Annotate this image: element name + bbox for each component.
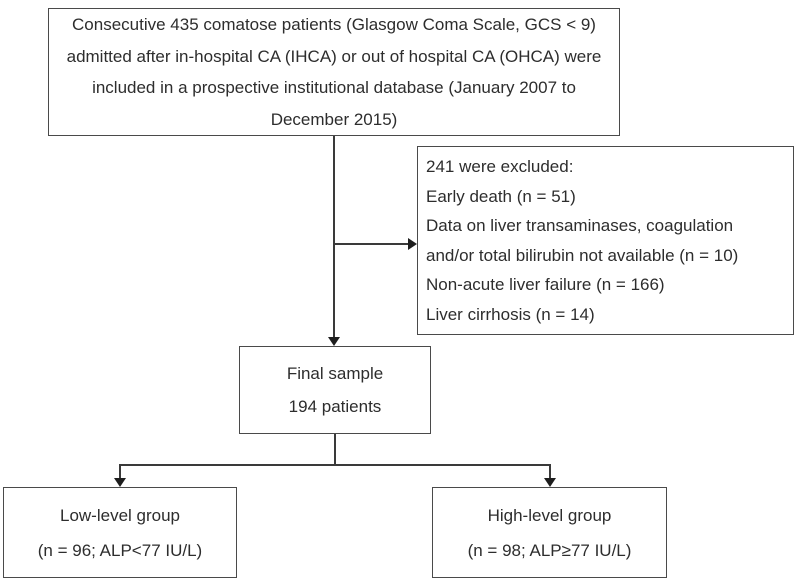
exclusion-text-line: and/or total bilirubin not available (n …: [426, 245, 739, 265]
enrollment-text-line: included in a prospective institutional …: [92, 78, 576, 97]
connector-enrollment-to-final: [333, 136, 335, 339]
high-level-text-line: (n = 98; ALP≥77 IU/L): [467, 540, 632, 560]
exclusion-text-line: Data on liver transaminases, coagulation: [426, 216, 734, 235]
enrollment-text-line: admitted after in-hospital CA (IHCA) or …: [66, 46, 602, 66]
exclusion-text-line: Liver cirrhosis (n = 14): [426, 304, 595, 324]
arrowhead-right-icon: [408, 238, 417, 250]
exclusion-text-line: Non-acute liver failure (n = 166): [426, 275, 665, 294]
enrollment-box: Consecutive 435 comatose patients (Glasg…: [48, 8, 620, 136]
low-level-group-box: Low-level group (n = 96; ALP<77 IU/L): [3, 487, 237, 578]
arrowhead-down-icon: [328, 337, 340, 346]
high-level-text-line: High-level group: [487, 505, 612, 525]
exclusion-text-line: 241 were excluded:: [426, 157, 574, 176]
connector-final-to-branch: [334, 434, 336, 466]
exclusion-text-line: Early death (n = 51): [426, 186, 576, 206]
arrowhead-down-icon: [544, 478, 556, 487]
enrollment-text-line: December 2015): [270, 109, 398, 129]
final-sample-text-line: Final sample: [286, 364, 384, 383]
low-level-text-line: (n = 96; ALP<77 IU/L): [37, 540, 203, 560]
low-level-text-line: Low-level group: [59, 505, 180, 525]
high-level-group-box: High-level group (n = 98; ALP≥77 IU/L): [432, 487, 667, 578]
connector-to-exclusion: [333, 243, 410, 245]
connector-branch-to-low: [119, 464, 121, 480]
arrowhead-down-icon: [114, 478, 126, 487]
connector-branch-to-high: [549, 464, 551, 480]
enrollment-text-line: Consecutive 435 comatose patients (Glasg…: [72, 15, 596, 34]
final-sample-text-line: 194 patients: [288, 397, 382, 416]
exclusion-box: 241 were excluded: Early death (n = 51) …: [417, 146, 794, 335]
final-sample-box: Final sample 194 patients: [239, 346, 431, 434]
connector-branch-horizontal: [119, 464, 551, 466]
